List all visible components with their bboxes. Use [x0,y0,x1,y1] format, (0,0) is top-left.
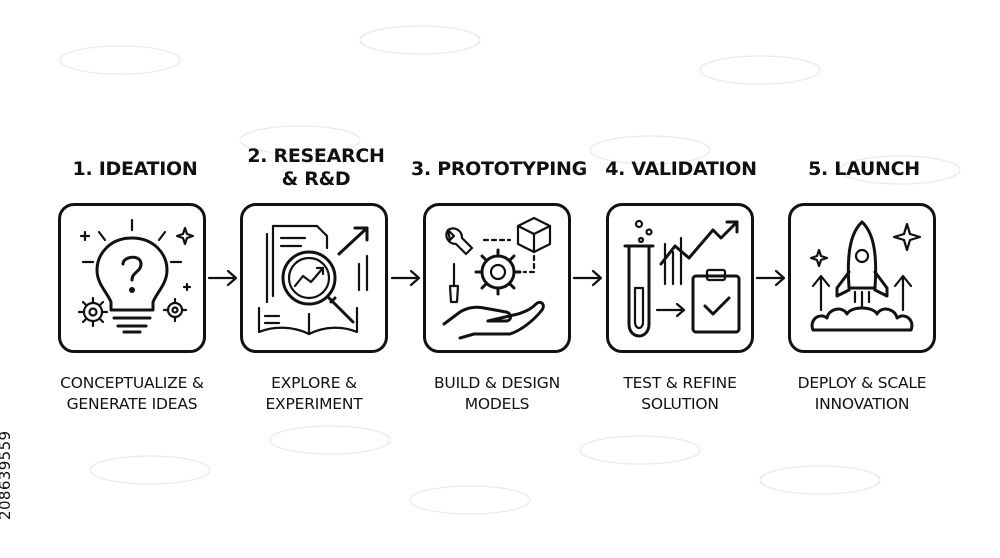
step-3-caption: BUILD & DESIGN MODELS [433,374,560,413]
step-1-card [58,203,206,353]
step-3-card [423,203,571,353]
step-4-caption: TEST & REFINE SOLUTION [623,374,737,413]
step-4-card [606,203,754,353]
testtube-clipboard-icon [623,219,741,338]
step-1-title: 1. IDEATION [72,158,198,180]
step-5-card [788,203,936,353]
gear-hand-tools-icon [442,216,552,340]
step-2-title: 2. RESEARCH & R&D [247,145,385,190]
magnifier-documents-icon [257,224,369,336]
step-5-title: 5. LAUNCH [808,158,920,180]
flow-arrow-1 [207,269,238,287]
lightbulb-question-icon [77,218,195,334]
step-3-title: 3. PROTOTYPING [411,158,587,180]
rocket-icon [809,220,922,332]
step-2-caption: EXPLORE & EXPERIMENT [265,374,363,413]
flow-arrow-2 [390,269,421,287]
flow-arrow-3 [572,269,603,287]
step-4-title: 4. VALIDATION [605,158,757,180]
step-1-caption: CONCEPTUALIZE & GENERATE IDEAS [60,374,204,413]
flow-arrow-4 [755,269,786,287]
stock-id-label: 208639559 [0,430,14,521]
step-2-card [240,203,388,353]
step-5-caption: DEPLOY & SCALE INNOVATION [797,374,927,413]
